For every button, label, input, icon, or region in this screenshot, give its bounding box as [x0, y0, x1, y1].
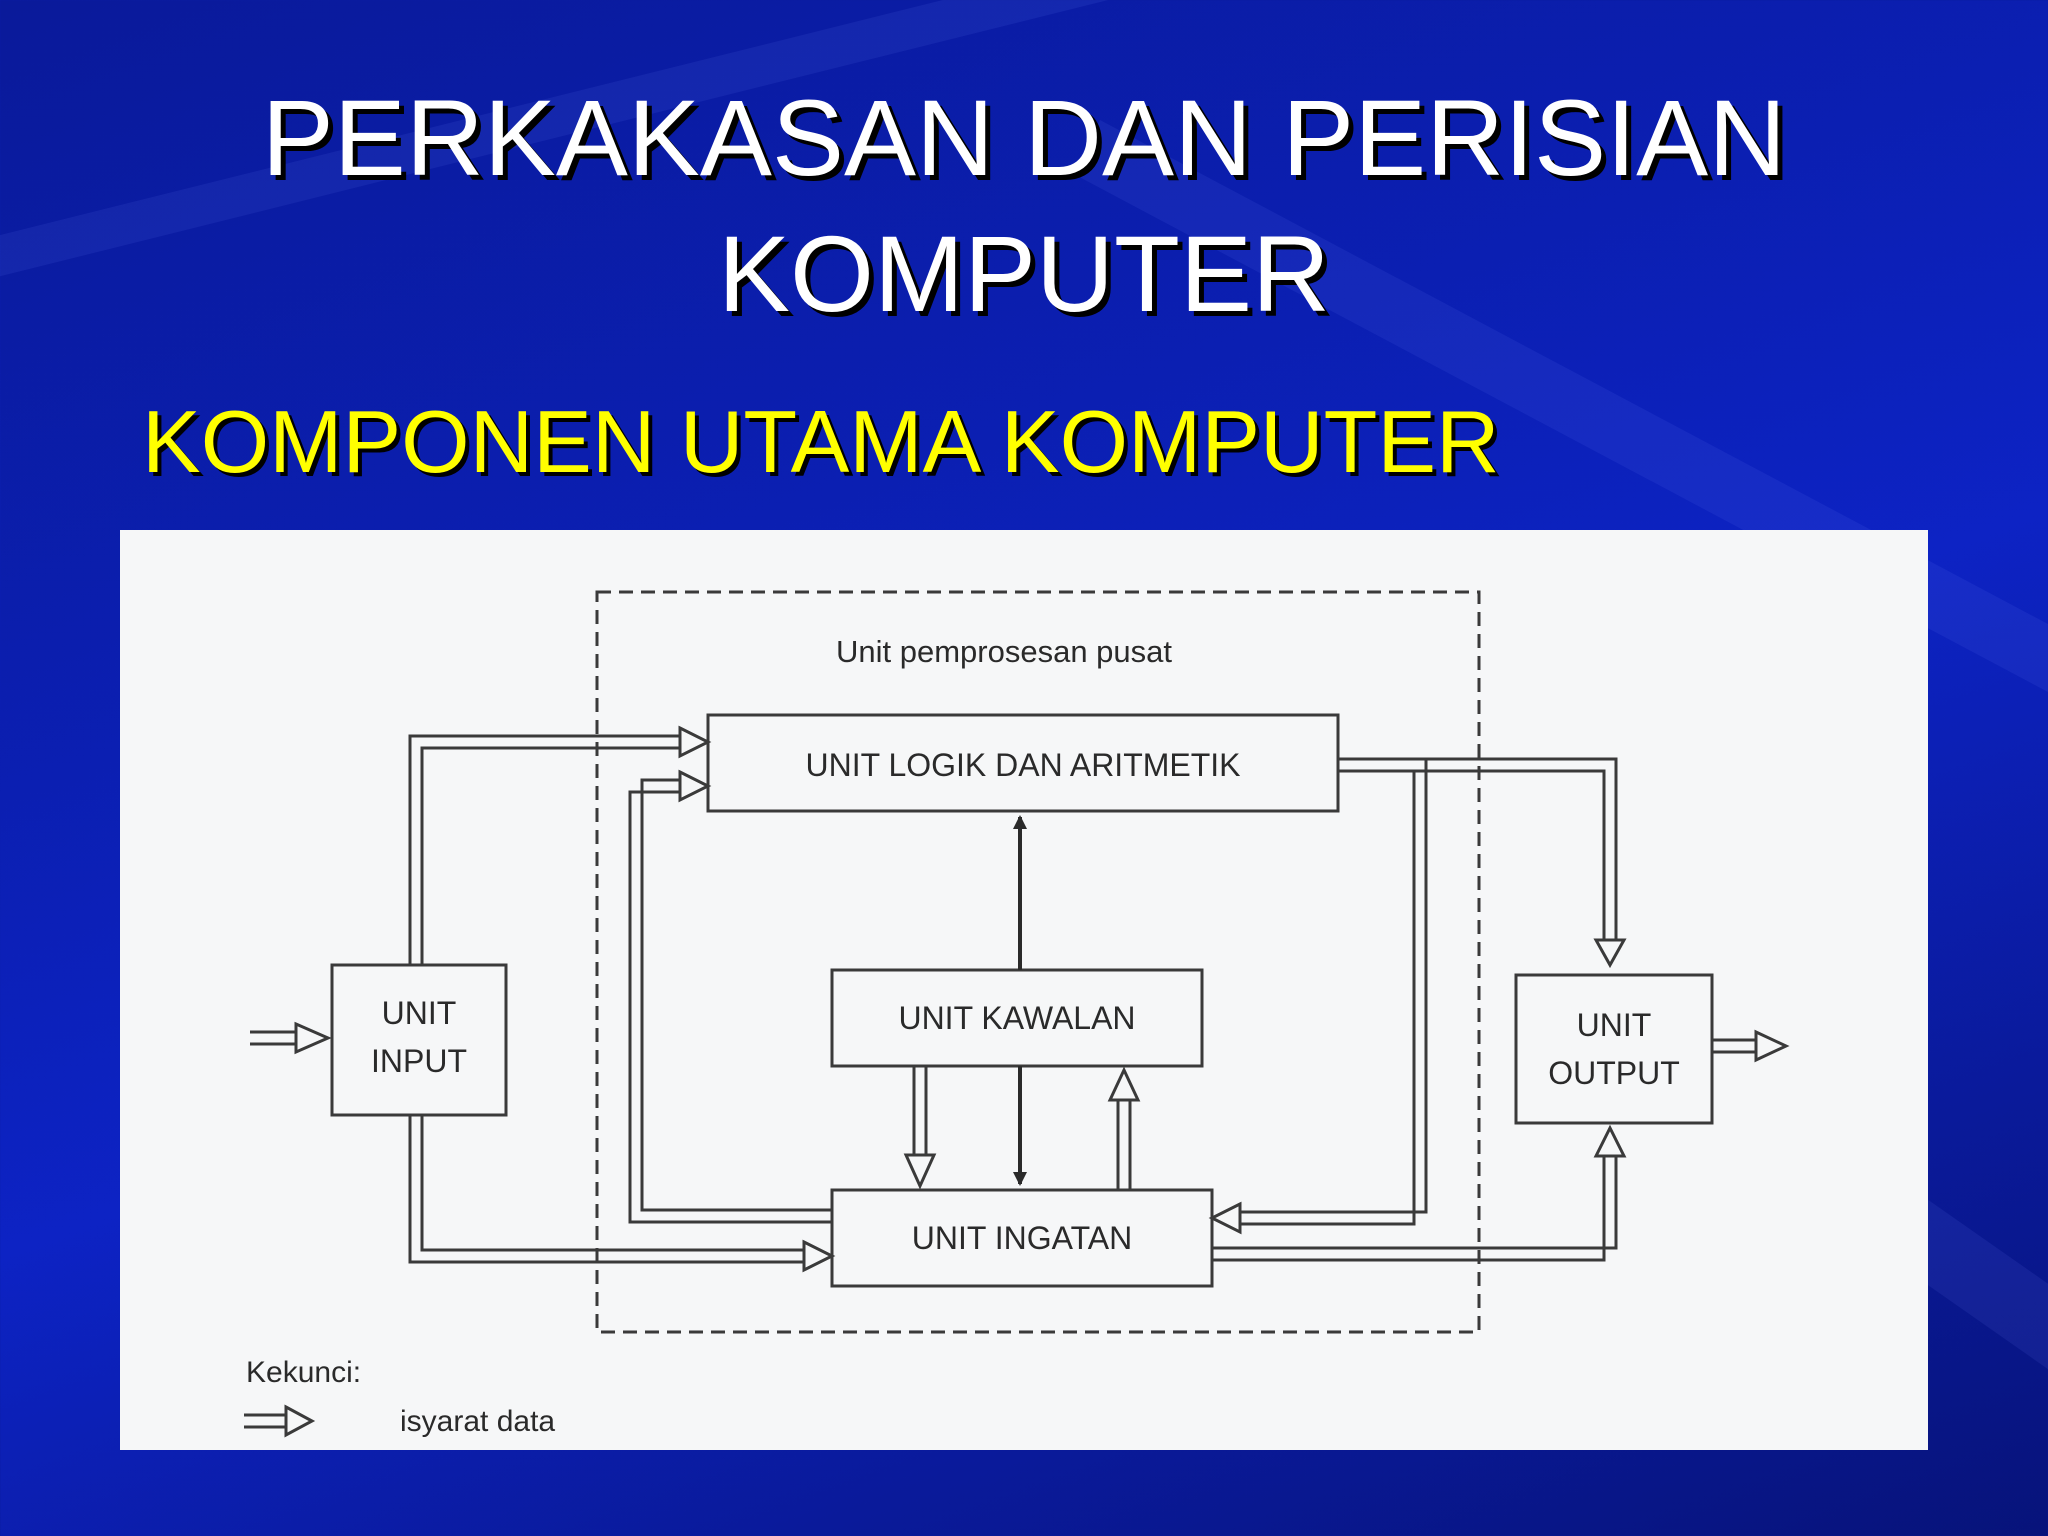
input-unit-label-line1: UNIT [382, 995, 457, 1031]
cpu-boundary [595, 590, 1481, 1334]
legend-item-label: isyarat data [400, 1405, 555, 1438]
legend-title: Kekunci: [246, 1356, 361, 1389]
diagram-svg: Unit pemprosesan pusat UNIT LOGIK DAN AR… [244, 590, 1790, 1438]
input-unit-box [330, 963, 508, 1117]
input-unit-label-line2: INPUT [371, 1043, 467, 1079]
memory-unit-label: UNIT INGATAN [912, 1220, 1132, 1256]
slide-subtitle: KOMPONEN UTAMA KOMPUTER [142, 392, 1500, 491]
memory-unit-box [830, 1188, 1214, 1288]
slide-title: PERKAKASAN DAN PERISIAN KOMPUTER [0, 70, 2048, 342]
computer-components-diagram: Unit pemprosesan pusat UNIT LOGIK DAN AR… [120, 530, 1928, 1450]
data-signal-paths [244, 734, 1756, 1429]
control-unit-label: UNIT KAWALAN [898, 1000, 1135, 1036]
hollow-arrowheads [284, 725, 1790, 1438]
output-unit-label-line1: UNIT [1577, 1007, 1652, 1043]
alu-box [706, 713, 1340, 813]
alu-label: UNIT LOGIK DAN ARITMETIK [805, 747, 1240, 783]
output-unit-label-line2: OUTPUT [1548, 1055, 1680, 1091]
slide-title-line1: PERKAKASAN DAN PERISIAN [261, 77, 1787, 198]
cpu-label: Unit pemprosesan pusat [836, 634, 1172, 669]
control-unit-box [830, 968, 1204, 1068]
slide-title-line2: KOMPUTER [717, 213, 1331, 334]
output-unit-box [1514, 973, 1714, 1125]
